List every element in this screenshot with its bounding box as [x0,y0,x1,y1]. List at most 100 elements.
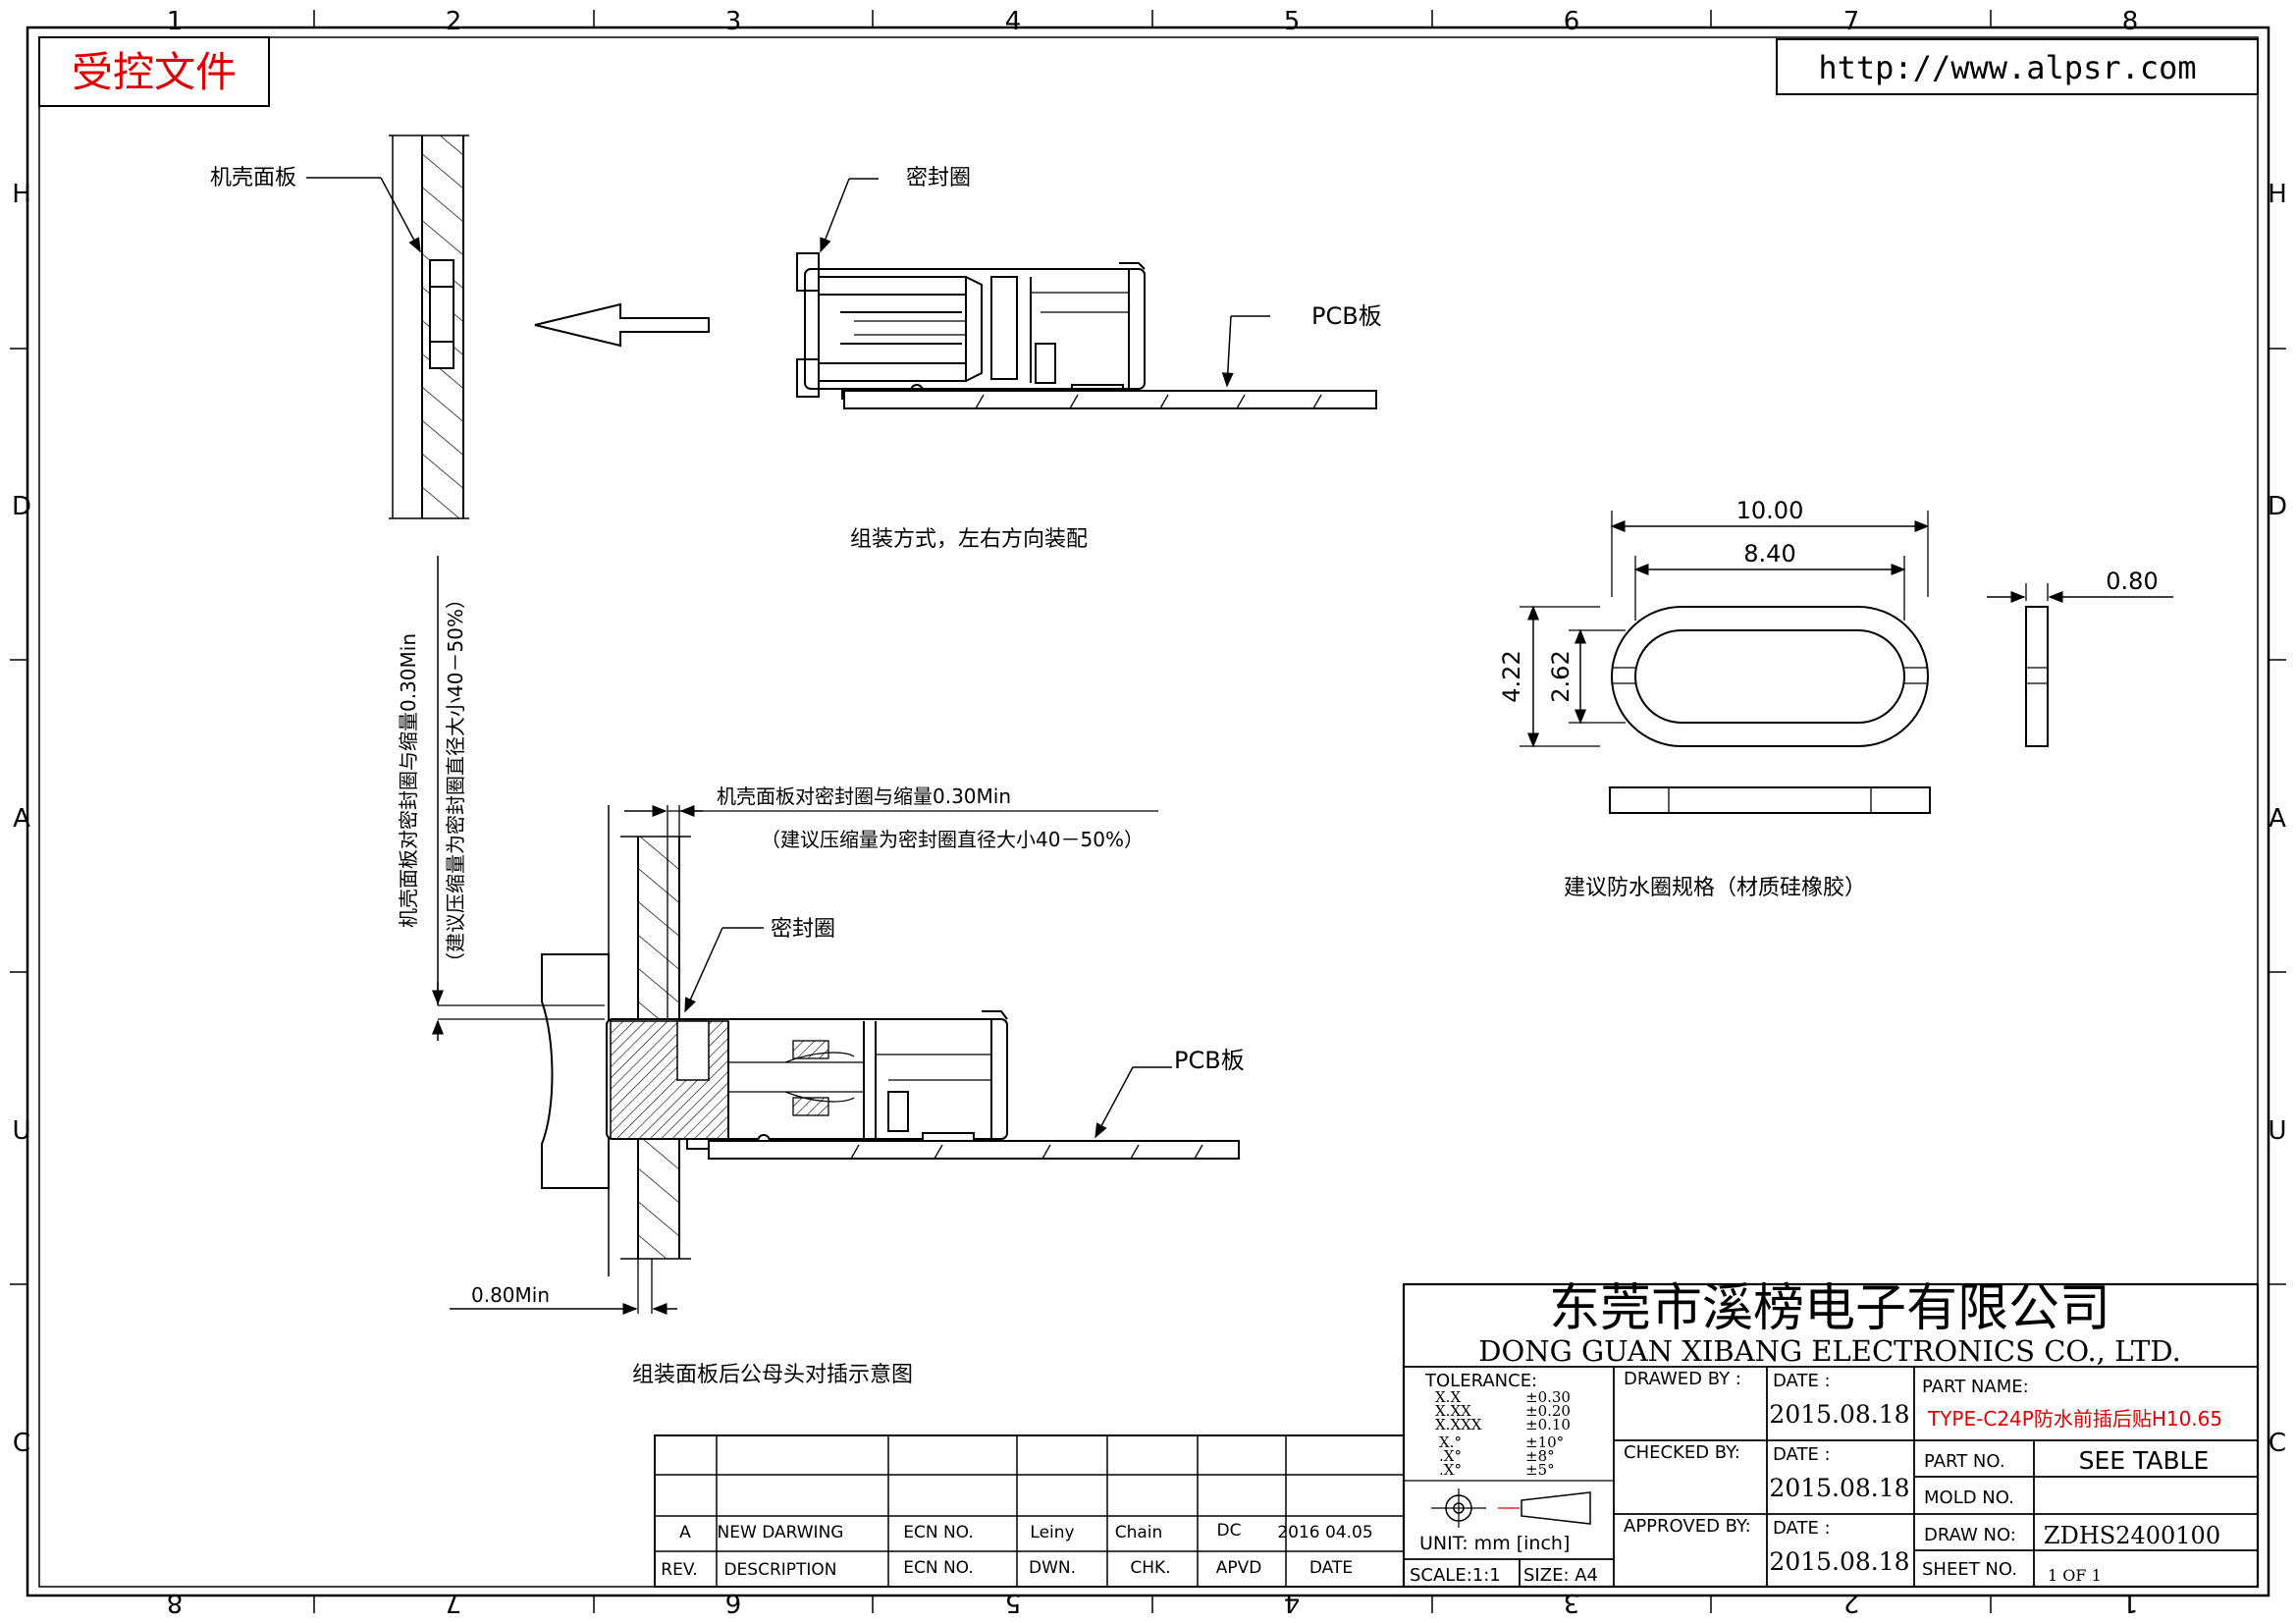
col-label: 7 [446,1588,462,1617]
draw-no-value: ZDHS2400100 [2044,1522,2220,1549]
col-label: 3 [725,7,742,36]
revision-table-text: A NEW DARWING ECN NO. Leiny Chain DC 201… [661,1521,1372,1580]
date-label: DATE : [1773,1444,1831,1465]
mated-caption: 组装面板后公母头对插示意图 [632,1363,913,1387]
assembly-caption: 组装方式，左右方向装配 [850,527,1088,552]
part-no-value: SEE TABLE [2079,1446,2210,1475]
col-label: 4 [1284,1588,1301,1617]
chk-header: CHK. [1130,1558,1170,1578]
note-line1: 机壳面板对密封圈与缩量0.30Min [717,784,1011,808]
seal-ring-spec [1520,511,2173,814]
vertical-note-line2: （建议压缩量为密封圈直径大小40－50%） [444,589,467,972]
row-label: U [12,1116,30,1146]
row-label: D [2268,492,2287,521]
note-line2: （建议压缩量为密封圈直径大小40－50%） [761,828,1144,851]
tol-val: ±0.10 [1525,1416,1571,1434]
mated-view [432,805,1240,1315]
part-name-label: PART NAME: [1922,1377,2029,1397]
dim-outer-length: 10.00 [1736,497,1804,524]
dim-outer-height: 4.22 [1498,650,1525,702]
tol-key: X.X [1435,1388,1461,1406]
col-label: 6 [725,1588,742,1617]
pcb-label-top: PCB板 [1311,302,1382,330]
col-label: 3 [1564,1588,1580,1617]
dim-thickness: 0.80 [2106,568,2158,595]
drawed-by-label: DRAWED BY : [1624,1369,1741,1389]
col-label: 7 [1843,7,1860,36]
min-gap-label: 0.80Min [471,1283,550,1307]
col-label: 1 [167,7,184,36]
col-label: 2 [1843,1588,1860,1617]
col-label: 5 [1005,1588,1022,1617]
checked-by-label: CHECKED BY: [1624,1442,1740,1463]
tol-key: .X° [1439,1447,1462,1465]
apvd-value: DC [1217,1521,1242,1541]
zone-ticks [10,10,2286,1613]
row-label: H [12,180,31,209]
controlled-document-stamp: 受控文件 [38,36,270,107]
title-block [1402,1282,2260,1589]
row-label: U [2268,1116,2286,1146]
zone-labels: 1 2 3 4 5 6 7 8 8 7 6 5 4 3 2 1 H D A U … [12,7,2287,1617]
apvd-header: APVD [1216,1558,1262,1578]
tol-key: X.° [1439,1434,1462,1451]
date-value: 2016 04.05 [1277,1523,1372,1542]
tol-key: X.XX [1435,1402,1471,1420]
sheet-no-value: 1 OF 1 [2048,1566,2102,1585]
approved-by-label: APPROVED BY: [1624,1516,1751,1537]
title-block-text: 东莞市溪榜电子有限公司 DONG GUAN XIBANG ELECTRONICS… [1410,1279,2222,1586]
col-label: 5 [1284,7,1301,36]
tol-val: ±5° [1525,1461,1555,1479]
tol-key: X.XXX [1435,1416,1482,1434]
stamp-text: 受控文件 [72,48,237,96]
assembly-direction-arrow [534,302,710,348]
col-label: 4 [1005,7,1022,36]
dwn-value: Leiny [1030,1523,1074,1542]
col-label: 8 [167,1588,184,1617]
row-label: D [12,492,31,521]
tol-val: ±8° [1525,1447,1555,1465]
row-label: C [13,1429,30,1458]
dim-inner-length: 8.40 [1743,540,1795,568]
col-label: 1 [2122,1588,2139,1617]
tol-key: .X° [1439,1461,1462,1479]
date-drawn: 2015.08.18 [1769,1400,1909,1429]
seal-label-bottom: 密封圈 [771,917,835,942]
connector-top-view [796,252,1146,400]
vertical-note-line1: 机壳面板对密封圈与缩量0.30Min [397,633,420,928]
dim-inner-height: 2.62 [1547,650,1575,702]
row-label: A [13,804,30,834]
tolerance-label: TOLERANCE: [1424,1371,1537,1391]
seal-dimension-labels: 10.00 8.40 0.80 4.22 2.62 [1498,497,2159,703]
date-label: DATE : [1773,1371,1831,1391]
ecn-header: ECN NO. [903,1558,974,1578]
tol-val: ±0.20 [1525,1402,1571,1420]
row-label: C [2269,1429,2286,1458]
date-checked: 2015.08.18 [1769,1474,1909,1502]
company-name-cn: 东莞市溪榜电子有限公司 [1549,1279,2110,1338]
pcb-label-bottom: PCB板 [1174,1047,1245,1074]
dwn-header: DWN. [1029,1558,1076,1578]
sheet-no-label: SHEET NO. [1922,1559,2017,1580]
col-label: 8 [2122,7,2139,36]
panel-label: 机壳面板 [210,166,296,190]
rev-header: REV. [661,1560,697,1580]
draw-no-label: DRAW NO: [1924,1525,2016,1545]
date-label: DATE : [1773,1518,1831,1539]
panel-section-top [306,135,469,519]
website-box: http://www.alpsr.com [1776,38,2259,95]
description-value: NEW DARWING [718,1523,844,1542]
website-url[interactable]: http://www.alpsr.com [1818,49,2196,86]
size-label: SIZE: A4 [1523,1565,1598,1586]
tol-val: ±10° [1525,1434,1564,1451]
pcb-top [820,178,1377,409]
description-header: DESCRIPTION [723,1560,836,1580]
row-label: A [2269,804,2286,834]
vertical-note: 机壳面板对密封圈与缩量0.30Min （建议压缩量为密封圈直径大小40－50%） [397,589,467,972]
part-no-label: PART NO. [1924,1451,2005,1472]
unit-label: UNIT: mm [inch] [1419,1533,1570,1554]
seal-label-top: 密封圈 [906,166,971,190]
date-header: DATE [1309,1558,1353,1578]
mold-no-label: MOLD NO. [1924,1488,2014,1508]
ecn-value: ECN NO. [903,1523,974,1542]
